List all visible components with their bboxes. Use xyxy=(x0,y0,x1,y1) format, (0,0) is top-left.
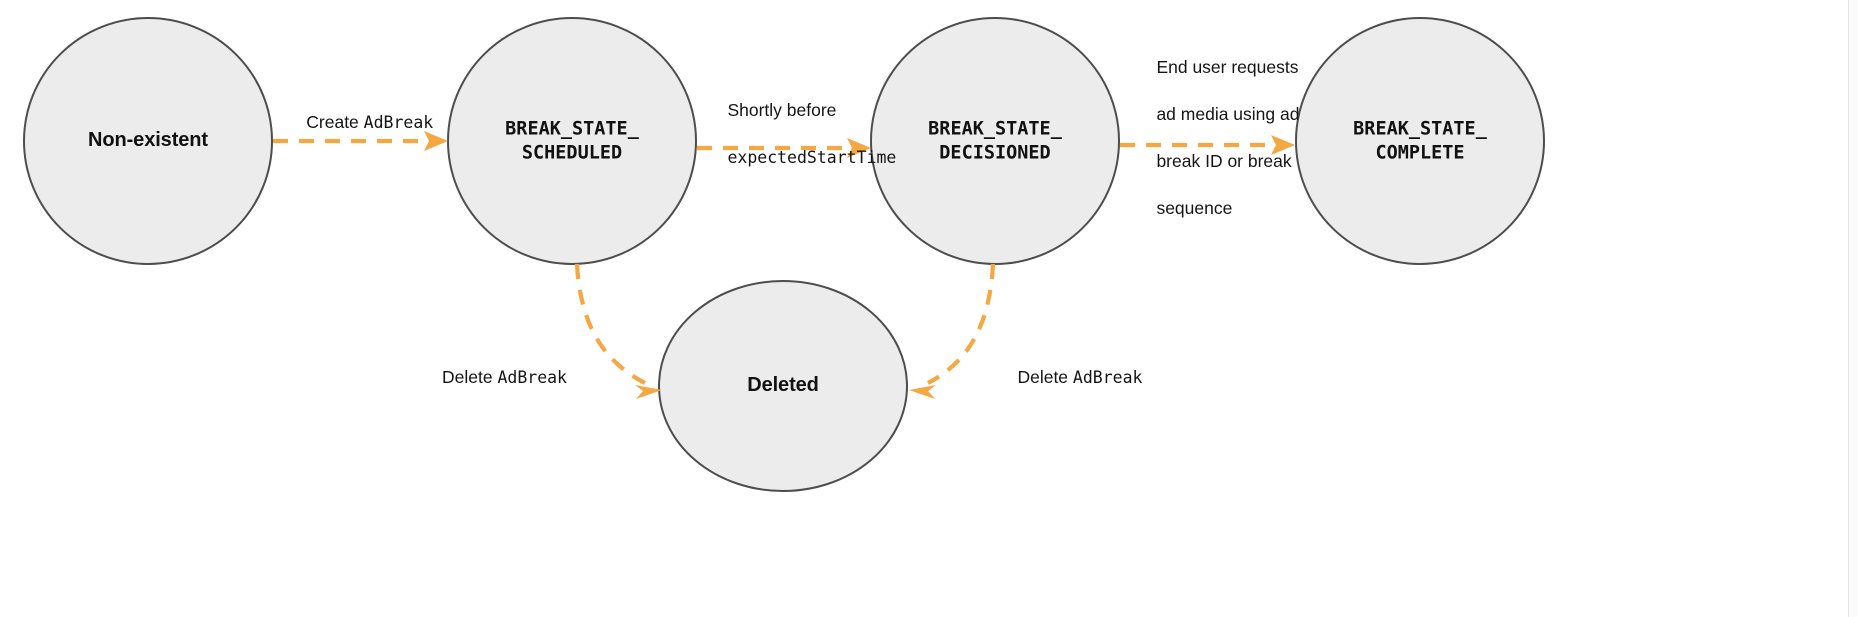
node-break-state-scheduled[interactable] xyxy=(447,17,697,265)
edge-delete-adbreak-scheduled-arrowhead xyxy=(635,385,662,399)
node-break-state-decisioned[interactable] xyxy=(870,17,1120,265)
node-deleted[interactable] xyxy=(658,280,908,492)
edge-create-adbreak-arrowhead xyxy=(424,131,448,151)
edge-delete-adbreak-decisioned-arrowhead xyxy=(909,385,936,399)
node-break-state-complete[interactable] xyxy=(1295,17,1545,265)
edge-delete-adbreak-scheduled xyxy=(574,263,646,385)
node-non-existent[interactable] xyxy=(23,17,273,265)
edge-delete-adbreak-decisioned xyxy=(927,263,996,385)
edge-end-user-requests-arrowhead xyxy=(1271,135,1295,155)
edge-shortly-before-arrowhead xyxy=(847,138,871,158)
right-edge-gutter xyxy=(1848,0,1858,617)
